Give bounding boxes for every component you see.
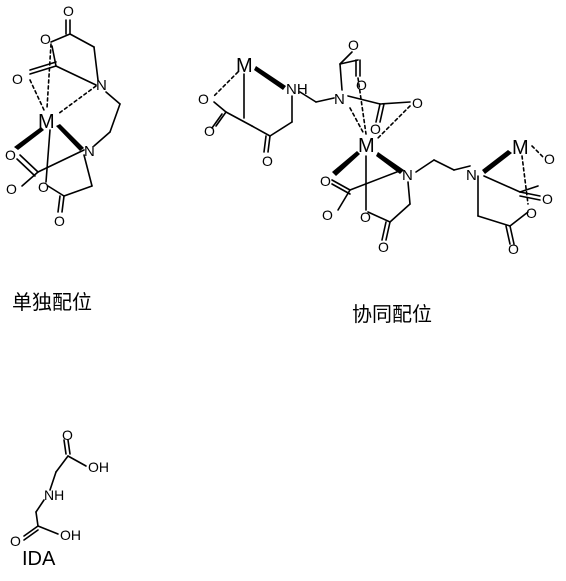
metal-label: M	[236, 55, 253, 77]
ida-caption: IDA	[22, 548, 56, 570]
oxygen-label: O	[508, 241, 519, 257]
ida-structure: O OH NH OH O	[10, 427, 109, 549]
single-coordination-caption: 单独配位	[12, 290, 92, 314]
oxygen-label: O	[356, 77, 367, 93]
metal-label: M	[512, 137, 529, 159]
nitrogen-label: N	[96, 77, 107, 94]
oxygen-label: O	[348, 37, 359, 53]
oxygen-label: O	[542, 191, 553, 207]
oxygen-label: O	[370, 121, 381, 137]
oxygen-label: O	[62, 427, 73, 443]
nitrogen-label: N	[466, 167, 477, 184]
metal-label: M	[358, 135, 375, 157]
oxygen-label: O	[10, 533, 21, 549]
oxygen-label: O	[378, 239, 389, 255]
oxygen-label: O	[204, 123, 215, 139]
metal-label: M	[38, 111, 55, 133]
hydroxyl-label: OH	[88, 459, 109, 475]
oxygen-label: O	[320, 173, 331, 189]
oxygen-label: O	[526, 205, 537, 221]
oxygen-label: O	[54, 213, 65, 229]
oxygen-label: O	[322, 207, 333, 223]
oxygen-label: O	[38, 179, 49, 195]
nitrogen-label: N	[334, 91, 345, 108]
oxygen-label: O	[412, 95, 423, 111]
oxygen-label: O	[198, 91, 209, 107]
oxygen-label: O	[262, 153, 273, 169]
oxygen-label: O	[40, 31, 51, 47]
oxygen-label: O	[5, 147, 16, 163]
oxygen-label: O	[12, 71, 23, 87]
oxygen-label: O	[6, 181, 17, 197]
oxygen-label: O	[63, 3, 74, 19]
hydroxyl-label: OH	[60, 527, 81, 543]
single-coordination-structure: O O O N M N O O O O	[5, 3, 121, 229]
nitrogen-label: N	[84, 143, 95, 160]
synergy-coordination-structure: M NH O O O N O O O O M	[198, 37, 555, 257]
nitrogen-label: N	[402, 167, 413, 184]
oxygen-label: O	[360, 209, 371, 225]
synergy-coordination-caption: 协同配位	[352, 302, 432, 326]
amine-label: NH	[44, 487, 64, 503]
oxygen-label: O	[544, 151, 555, 167]
